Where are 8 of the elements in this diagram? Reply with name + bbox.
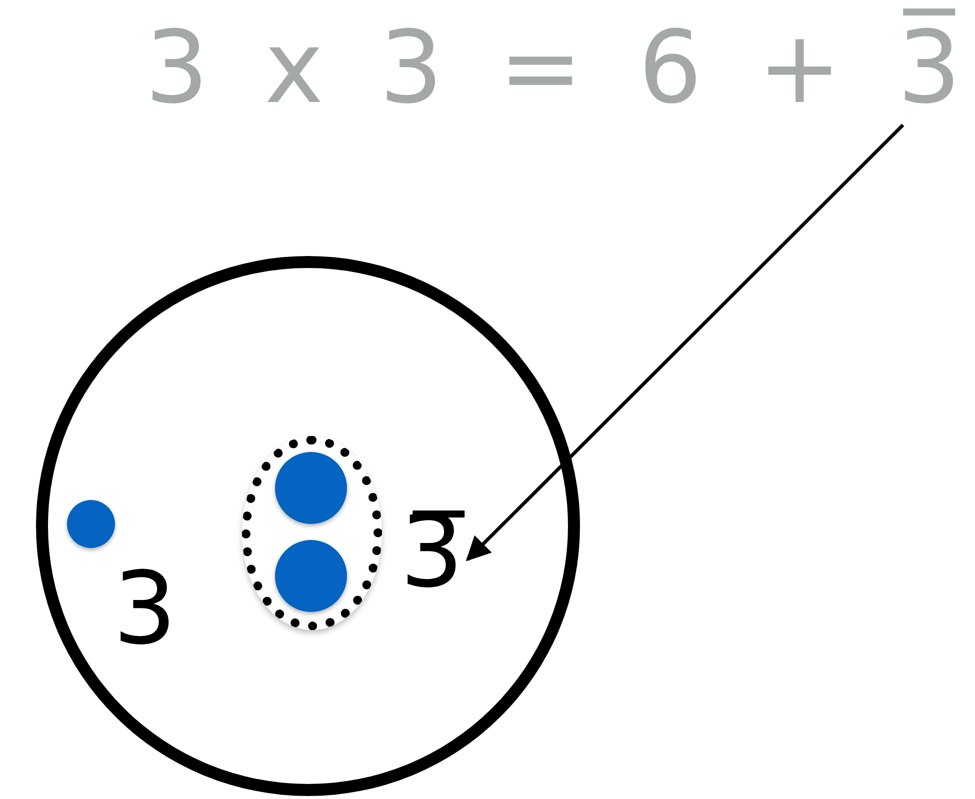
particle-dot [275, 540, 347, 612]
circle-outline [36, 256, 580, 796]
dotted-ellipse [242, 436, 382, 630]
arrow [466, 124, 904, 562]
particle-label: 3 [113, 554, 177, 664]
particle-dot [275, 452, 347, 524]
math-label: 3̅ [400, 494, 464, 609]
equation-text: 3 x 3 = 6 + 3̅ [145, 10, 973, 125]
